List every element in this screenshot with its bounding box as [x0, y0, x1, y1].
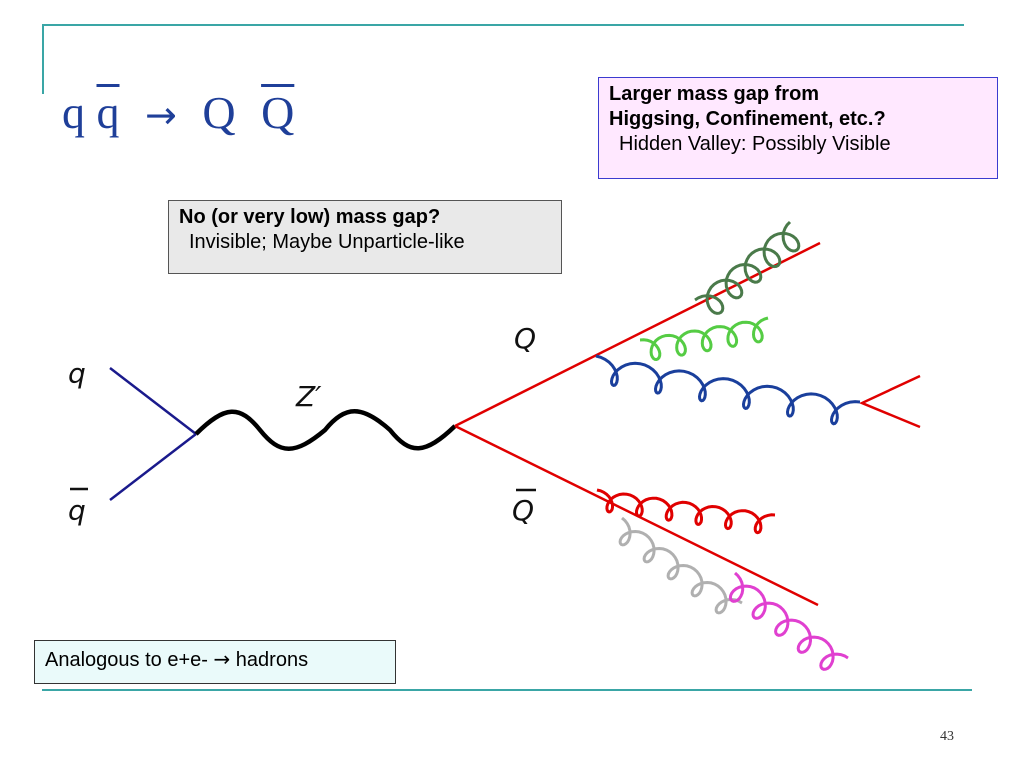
title-qbar: q — [96, 87, 120, 138]
gluon-magenta — [728, 571, 849, 671]
slide-title: q q → Q Q — [62, 90, 294, 136]
invisible-box-line2: Invisible; Maybe Unparticle-like — [189, 231, 465, 253]
title-arrow: → — [145, 93, 177, 137]
invisible-scenario-box: No (or very low) mass gap? Invisible; Ma… — [168, 200, 562, 274]
outgoing-red-pair — [858, 374, 921, 429]
analogy-text-before: Analogous to e+e- — [45, 649, 214, 671]
visible-box-line2: Higgsing, Confinement, etc.? — [609, 108, 886, 130]
label-Qbar: Q — [512, 494, 534, 527]
title-Qbar: Q — [261, 87, 295, 138]
visible-scenario-box: Larger mass gap from Higgsing, Confineme… — [598, 77, 998, 179]
quark-line-q — [109, 367, 197, 435]
heavy-quark-line-Q — [454, 241, 821, 428]
bottom-rule — [42, 689, 972, 691]
label-Q: Q — [514, 322, 536, 355]
visible-box-line3: Hidden Valley: Possibly Visible — [619, 133, 891, 155]
label-z-prime: Z′ — [295, 380, 322, 413]
title-q: q — [62, 87, 85, 138]
left-rule — [42, 24, 44, 94]
gluon-dark-green — [694, 220, 801, 315]
top-rule — [42, 24, 964, 26]
gluon-blue — [595, 354, 861, 426]
invisible-box-line1: No (or very low) mass gap? — [179, 206, 441, 228]
label-q: q — [68, 357, 86, 390]
gluon-red — [596, 488, 776, 535]
z-prime-propagator — [194, 409, 457, 451]
analogy-text-after: hadrons — [230, 649, 309, 671]
visible-box-line1: Larger mass gap from — [609, 83, 820, 105]
label-qbar: q — [68, 494, 86, 527]
gluon-light-green — [639, 316, 769, 362]
analogy-arrow: → — [213, 647, 231, 671]
quark-line-qbar — [109, 433, 197, 501]
analogy-box: Analogous to e+e- → hadrons — [34, 640, 396, 684]
page-number: 43 — [940, 729, 954, 744]
title-Q: Q — [202, 87, 236, 138]
gluon-gray — [618, 516, 743, 615]
